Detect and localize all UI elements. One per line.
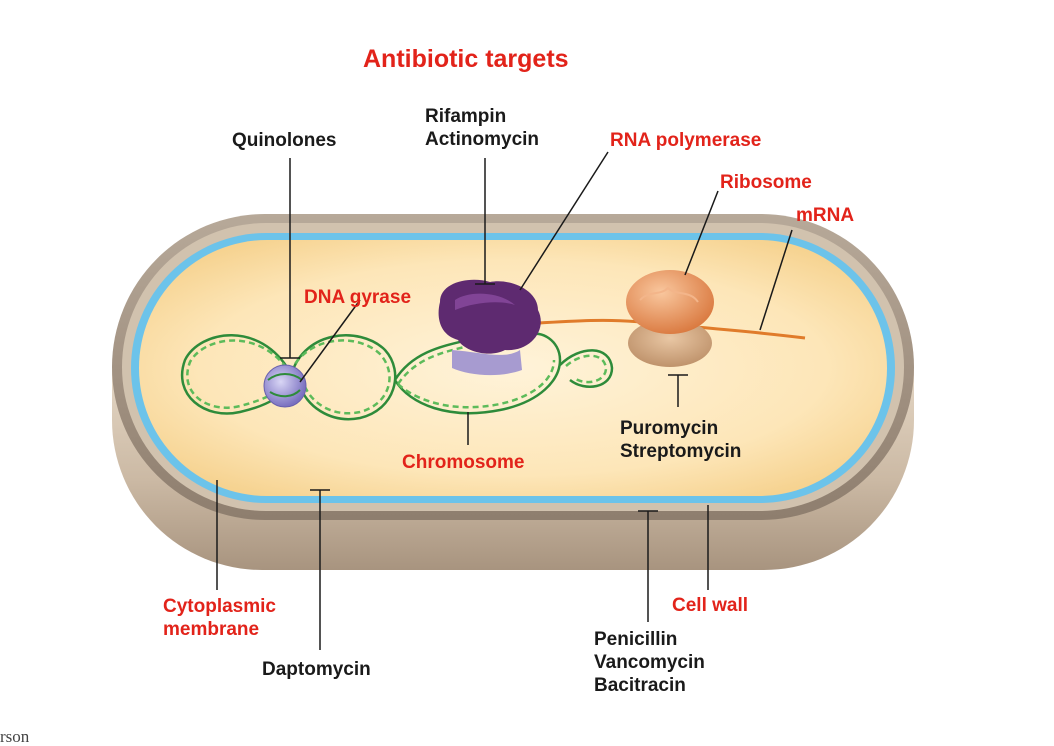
rna-polymerase-label: RNA polymerase [610, 130, 762, 151]
puromycin-text: Puromycin [620, 418, 719, 439]
rna-polymerase [438, 279, 541, 376]
bacitracin-text: Bacitracin [594, 675, 686, 696]
daptomycin-label: Daptomycin [262, 659, 371, 680]
ribosome [626, 270, 714, 367]
mrna-label: mRNA [796, 205, 855, 226]
actinomycin-text: Actinomycin [425, 129, 540, 150]
penicillin-vancomycin-bacitracin-label: Penicillin Vancomycin Bacitracin [594, 628, 705, 697]
cytoplasmic-membrane-label: Cytoplasmic membrane [163, 595, 276, 641]
dna-gyrase-label: DNA gyrase [304, 287, 412, 308]
cell-wall-label: Cell wall [672, 595, 749, 616]
rifampin-text: Rifampin [425, 106, 507, 127]
quinolones-label: Quinolones [232, 130, 337, 151]
membrane-text: membrane [163, 619, 260, 640]
penicillin-text: Penicillin [594, 629, 678, 650]
streptomycin-text: Streptomycin [620, 441, 742, 462]
vancomycin-text: Vancomycin [594, 652, 705, 673]
dna-gyrase [263, 364, 307, 408]
puromycin-streptomycin-label: Puromycin Streptomycin [620, 417, 741, 463]
credit-text: rson [0, 727, 30, 746]
cell-body [112, 214, 914, 570]
cytoplasmic-text: Cytoplasmic [163, 596, 276, 617]
chromosome-label: Chromosome [402, 452, 525, 473]
diagram-title: Antibiotic targets [363, 45, 569, 73]
ribosome-label: Ribosome [720, 172, 812, 193]
rifampin-actinomycin-label: Rifampin Actinomycin [425, 105, 539, 151]
leader-lines [216, 151, 793, 650]
